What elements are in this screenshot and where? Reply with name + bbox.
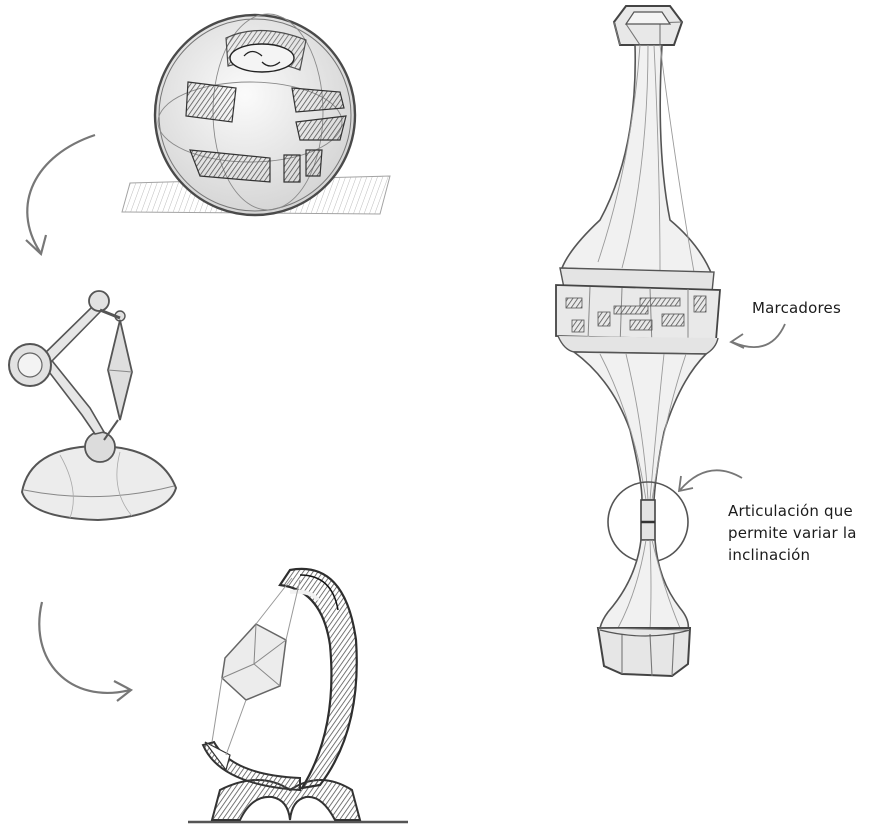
annotation-arrow-icon xyxy=(731,324,785,348)
joint-label-line: permite variar la xyxy=(728,522,874,544)
joint-label: Articulación que permite variar la incli… xyxy=(728,500,874,566)
joint-label-line: inclinación xyxy=(728,544,874,566)
arrow-curve-icon xyxy=(39,602,131,701)
totem-sketch xyxy=(556,6,720,676)
arc-frame-sketch xyxy=(188,569,408,822)
markers-label: Marcadores xyxy=(752,297,841,319)
annotation-arrow-icon xyxy=(679,470,742,491)
articulated-sketch xyxy=(9,291,176,520)
arrow-curve-icon xyxy=(26,135,95,254)
joint-label-line: Articulación que xyxy=(728,500,874,522)
sphere-sketch xyxy=(122,14,390,215)
